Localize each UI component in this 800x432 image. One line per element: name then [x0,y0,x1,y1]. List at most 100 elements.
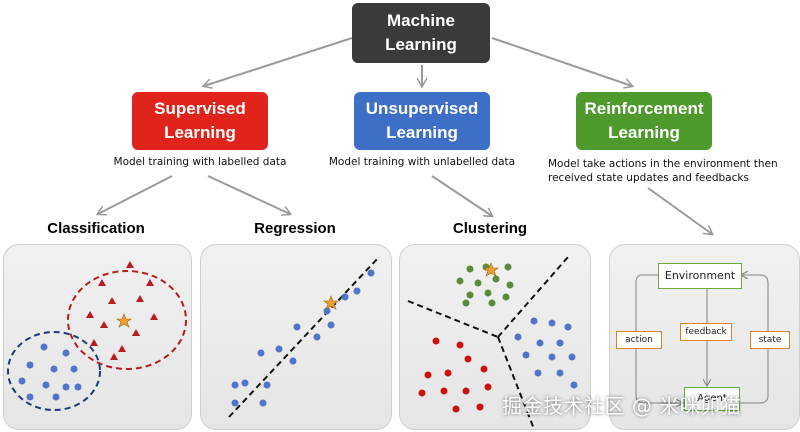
blue-class-point [18,377,26,385]
action-box: action [616,331,662,349]
red-class-point [150,313,158,320]
blue-cluster-point [534,369,542,377]
regression-star [323,295,339,310]
blue-cluster-point [570,381,578,389]
regression-point [341,293,349,301]
blue-class-point [62,383,70,391]
blue-cluster-point [548,319,556,327]
red-class-point [118,345,126,352]
red-cluster-point [432,337,440,345]
blue-cluster-point [530,317,538,325]
unsupervised-line1: Unsupervised [365,99,479,118]
red-class-boundary [67,270,187,370]
regression-point [327,321,335,329]
red-cluster-point [480,365,488,373]
red-class-point [110,353,118,360]
agent-box: Agent [684,387,740,411]
regression-point [293,323,301,331]
supervised-learning-node: Supervised Learning [132,92,268,150]
unsupervised-line2: Learning [386,123,458,142]
red-cluster-point [440,387,448,395]
regression-title: Regression [254,220,336,237]
blue-cluster-point [568,353,576,361]
blue-class-point [40,343,48,351]
blue-cluster-point [564,323,572,331]
supervised-line1: Supervised [154,99,246,118]
green-cluster-point [504,263,512,271]
root-line1: Machine [386,11,455,30]
clustering-panel [399,244,591,430]
green-cluster-point [462,299,470,307]
feedback-box: feedback [680,323,732,341]
cluster-star [483,262,499,277]
reinforcement-line1: Reinforcement [584,99,704,118]
green-cluster-point [488,299,496,307]
unsupervised-caption: Model training with unlabelled data [328,156,516,168]
red-cluster-point [476,403,484,411]
red-cluster-point [462,387,470,395]
regression-point [353,287,361,295]
green-cluster-point [466,291,474,299]
reinforcement-caption-line2: received state updates and feedbacks [548,172,749,184]
regression-point [259,399,267,407]
root-node-machine-learning: Machine Learning [352,3,490,63]
regression-point [275,345,283,353]
blue-class-point [70,365,78,373]
red-cluster-point [456,341,464,349]
regression-point [367,269,375,277]
red-class-point [108,297,116,304]
regression-point [263,381,271,389]
blue-cluster-point [522,351,530,359]
blue-class-point [42,381,50,389]
red-cluster-point [424,371,432,379]
blue-class-boundary [7,331,101,411]
state-box: state [750,331,790,349]
root-line2: Learning [385,35,457,54]
reinforcement-caption: Model take actions in the environment th… [548,157,778,185]
red-class-point [90,339,98,346]
supervised-line2: Learning [164,123,236,142]
supervised-caption: Model training with labelled data [113,156,287,168]
reinforcement-panel: Environment action feedback state Agent [609,244,800,430]
environment-box: Environment [658,263,742,289]
regression-line [228,256,380,418]
red-class-point [86,311,94,318]
regression-point [323,307,331,315]
regression-panel [200,244,392,430]
regression-point [257,349,265,357]
regression-point [289,357,297,365]
blue-cluster-point [514,333,522,341]
red-class-point [146,279,154,286]
reinforcement-caption-line1: Model take actions in the environment th… [548,158,778,170]
blue-cluster-point [548,353,556,361]
class-star [116,313,132,328]
blue-cluster-point [536,339,544,347]
regression-point [231,399,239,407]
regression-point [313,333,321,341]
green-cluster-point [492,275,500,283]
clustering-plot [407,256,578,429]
blue-class-point [62,349,70,357]
red-cluster-point [464,355,472,363]
clustering-title: Clustering [452,220,528,237]
blue-cluster-point [556,339,564,347]
green-cluster-point [502,293,510,301]
red-cluster-point [484,383,492,391]
cluster-boundary-3 [497,336,535,429]
reinforcement-line2: Learning [608,123,680,142]
blue-class-point [74,383,82,391]
red-class-point [98,279,106,286]
watermark: 掘金技术社区 @ 米咪卯猫 [502,394,742,418]
unsupervised-learning-node: Unsupervised Learning [354,92,490,150]
blue-class-point [26,361,34,369]
green-cluster-point [456,277,464,285]
blue-class-point [26,393,34,401]
regression-point [241,379,249,387]
red-class-point [136,295,144,302]
blue-cluster-point [556,369,564,377]
regression-plot [228,256,380,418]
regression-point [231,381,239,389]
cluster-boundary-1 [407,300,499,338]
blue-class-point [50,365,58,373]
connector-arrows [0,37,800,244]
